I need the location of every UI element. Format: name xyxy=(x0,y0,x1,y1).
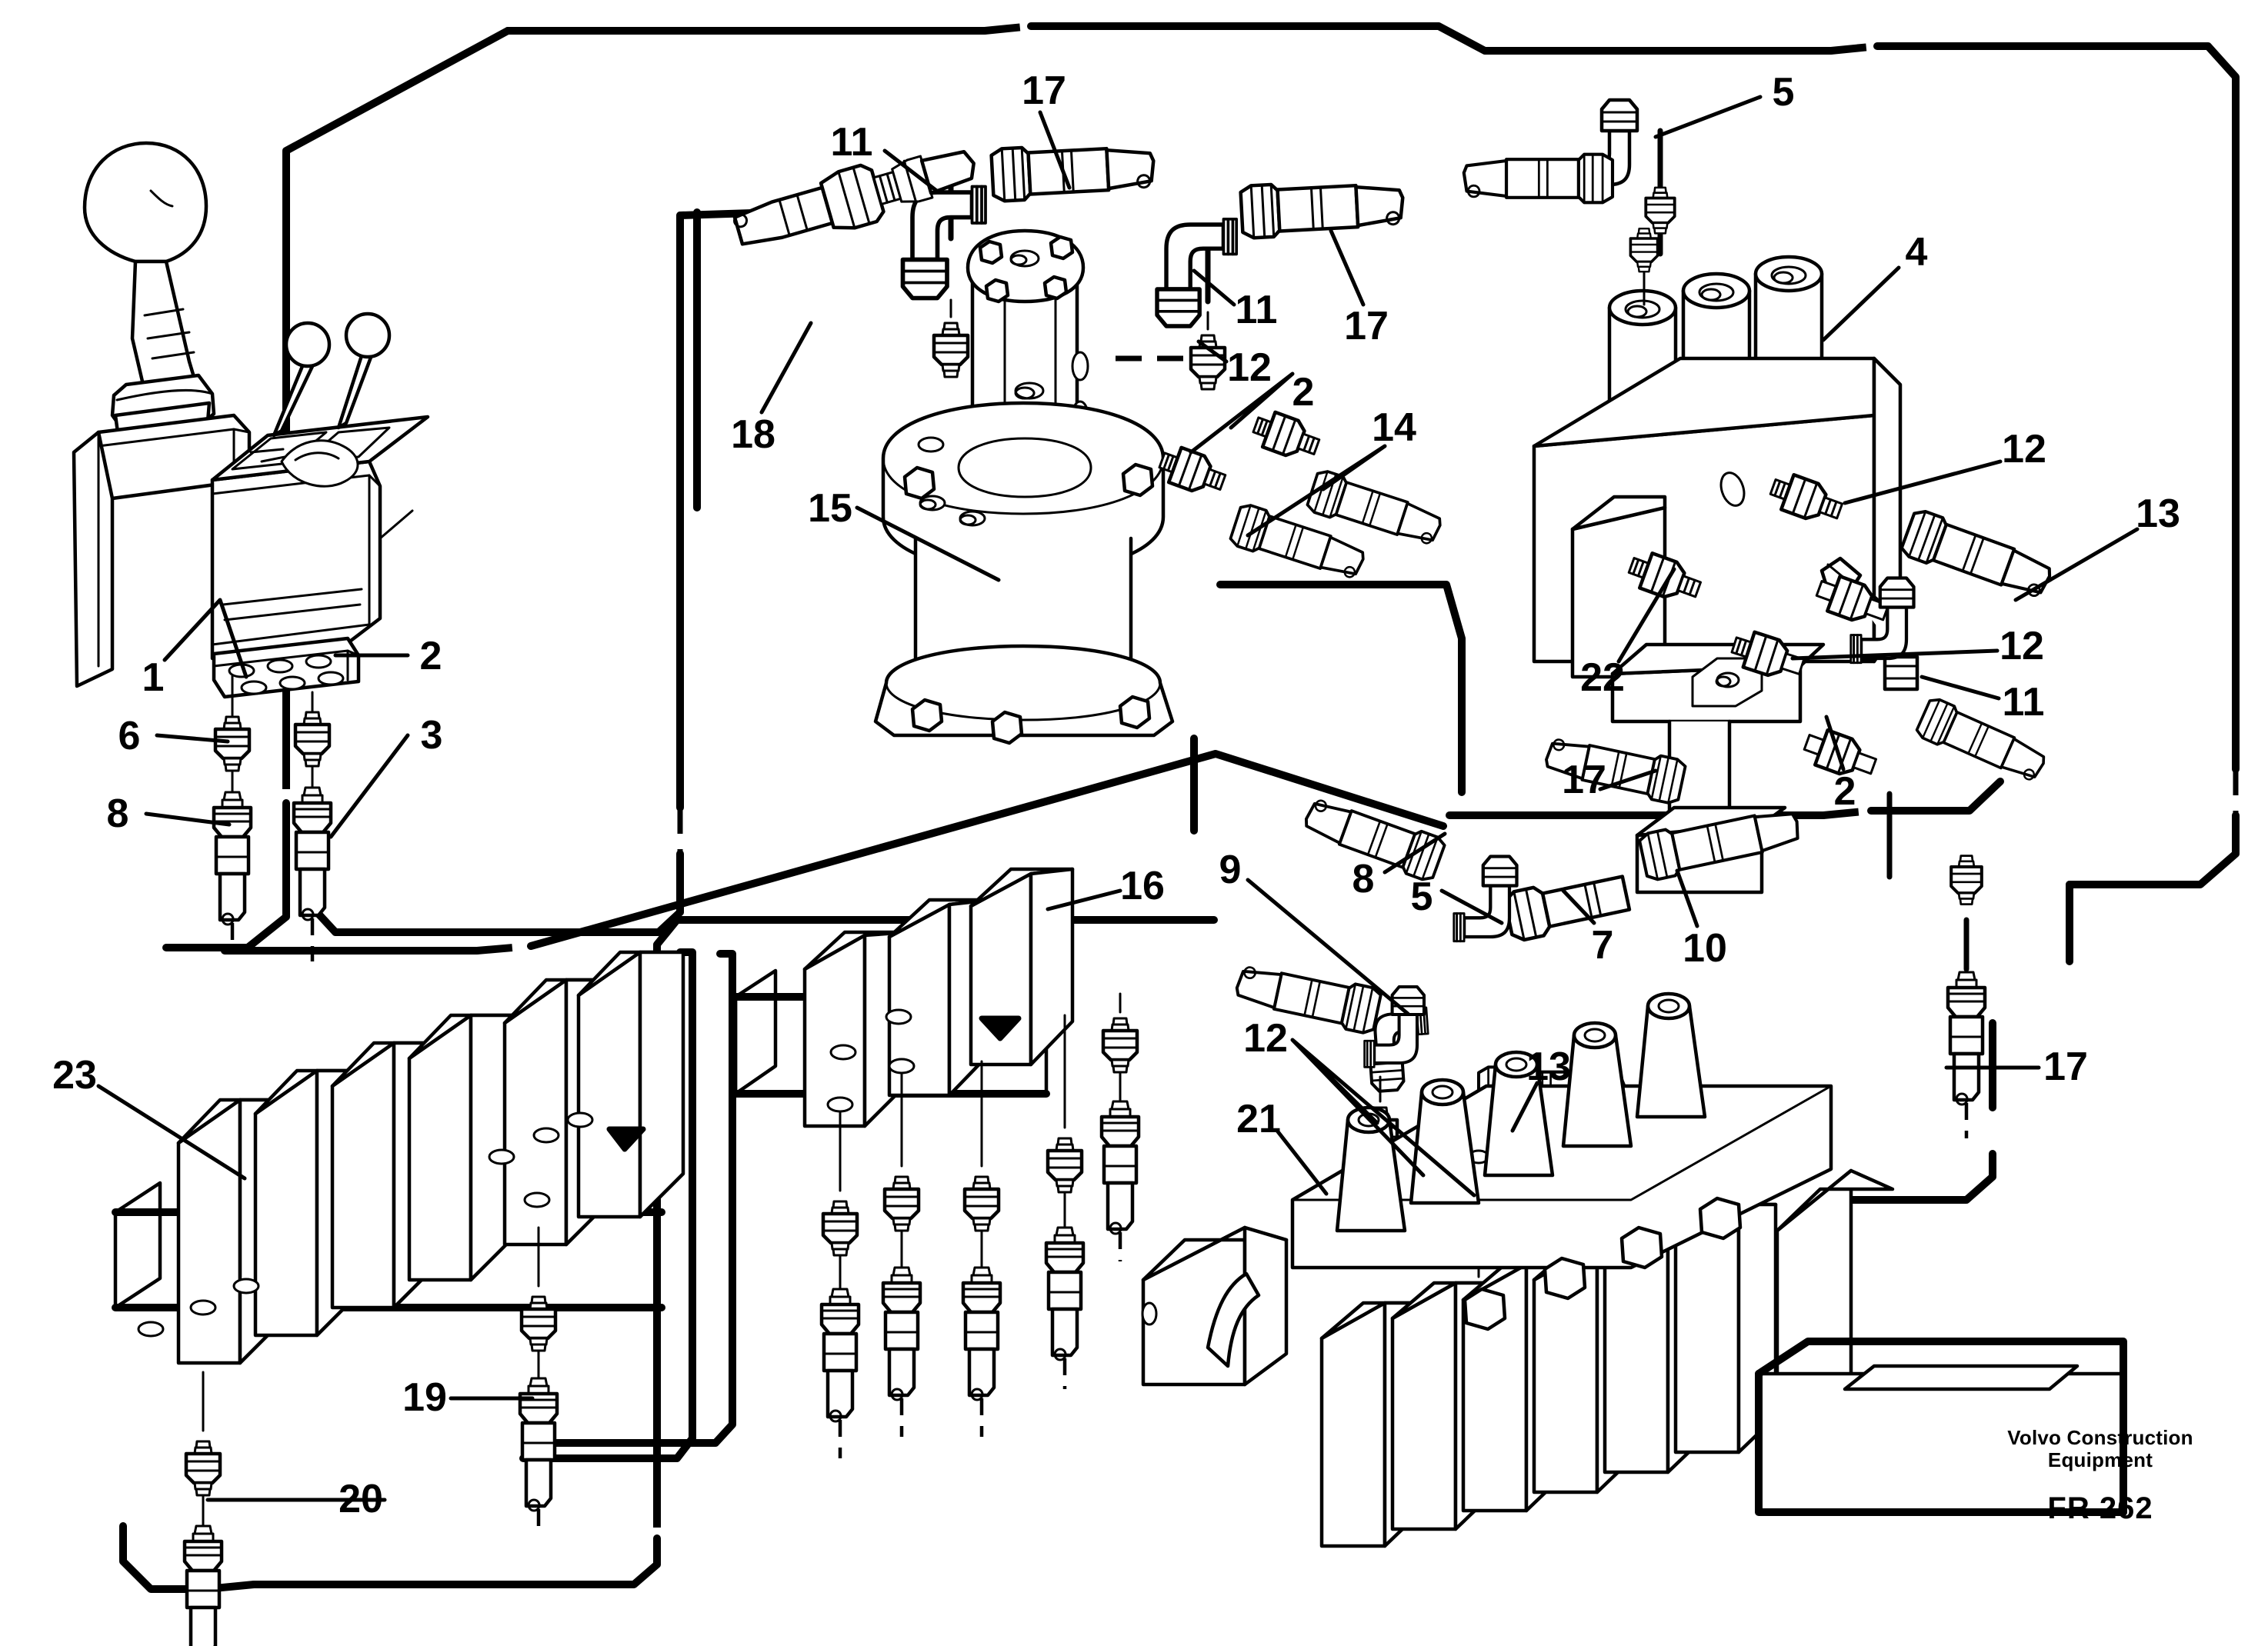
callout-19: 19 xyxy=(402,1375,447,1420)
part-17-hose-top-left xyxy=(991,141,1155,202)
callout-13: 13 xyxy=(2136,491,2180,536)
callout-13: 13 xyxy=(1526,1045,1571,1089)
callout-1: 1 xyxy=(142,655,165,700)
callout-17: 17 xyxy=(1022,68,1066,113)
part-8-hose-end-left xyxy=(214,792,251,951)
part-10-hose xyxy=(1638,812,1799,881)
part-12-adapter-top-left xyxy=(934,298,968,377)
callout-2: 2 xyxy=(1292,370,1315,415)
part-1-control-lever xyxy=(72,141,430,699)
leader-lines xyxy=(96,95,2140,1502)
callout-4: 4 xyxy=(1905,230,1928,275)
part-2-adapters-swivel xyxy=(1158,410,1321,493)
part-3-hose-end-left xyxy=(294,788,331,961)
part-17-hose-bottom-right xyxy=(1948,972,1985,1138)
callout-12: 12 xyxy=(1227,345,1272,390)
callout-2: 2 xyxy=(1833,769,1856,814)
callout-6: 6 xyxy=(118,714,141,758)
callout-10: 10 xyxy=(1683,926,1727,971)
part-20-column xyxy=(185,1371,222,1646)
callout-12: 12 xyxy=(2002,427,2046,471)
callout-5: 5 xyxy=(1410,875,1433,919)
part-23-clamp-rail xyxy=(112,950,685,1646)
callout-8: 8 xyxy=(1352,857,1375,901)
callout-20: 20 xyxy=(339,1477,383,1521)
callout-12: 12 xyxy=(2000,624,2044,668)
callout-14: 14 xyxy=(1372,405,1416,450)
callout-9: 9 xyxy=(1219,848,1242,892)
callout-15: 15 xyxy=(808,486,852,531)
part-12-adapter-top-right xyxy=(1191,311,1225,389)
title-block: Volvo Construction Equipment FR 262 xyxy=(1985,1426,2216,1526)
part-5-elbow-mid xyxy=(1454,857,1517,941)
part-6-adapter-left xyxy=(215,674,249,794)
part-2-adapter-left xyxy=(295,691,329,789)
part-17-hose-top-right xyxy=(1240,178,1404,238)
part-19-column xyxy=(520,1226,557,1529)
drawing-code: FR 262 xyxy=(2047,1491,2153,1526)
callout-11: 11 xyxy=(830,120,873,165)
callout-18: 18 xyxy=(731,412,775,457)
callout-2: 2 xyxy=(419,634,442,678)
part-4-solenoid-valve-block xyxy=(1532,227,2056,895)
part-5-elbow-top-right xyxy=(1464,100,1676,235)
part-16-clamp-bracket xyxy=(732,867,1139,1458)
right-mid-fittings xyxy=(1541,574,2052,1138)
callout-17: 17 xyxy=(1344,304,1389,348)
callout-11: 11 xyxy=(1235,288,1278,332)
callout-3: 3 xyxy=(420,713,443,758)
callout-8: 8 xyxy=(106,791,129,836)
callout-7: 7 xyxy=(1591,923,1614,968)
callout-17: 17 xyxy=(1562,758,1606,802)
top-adapter-on-solenoid xyxy=(1629,227,1659,306)
callout-23: 23 xyxy=(52,1053,97,1098)
company-name-line1: Volvo Construction xyxy=(2007,1426,2193,1449)
part-22-mounting-plate xyxy=(1570,495,1667,679)
callout-12: 12 xyxy=(1243,1016,1288,1061)
callout-17: 17 xyxy=(2043,1045,2088,1089)
part-18-hose xyxy=(732,149,976,246)
callout-21: 21 xyxy=(1236,1097,1281,1141)
company-name-line2: Equipment xyxy=(2047,1448,2153,1472)
callout-16: 16 xyxy=(1120,864,1165,908)
callout-5: 5 xyxy=(1772,70,1795,115)
callout-22: 22 xyxy=(1580,655,1625,700)
part-15-rotary-swivel xyxy=(873,228,1175,745)
callout-11: 11 xyxy=(2002,680,2045,725)
